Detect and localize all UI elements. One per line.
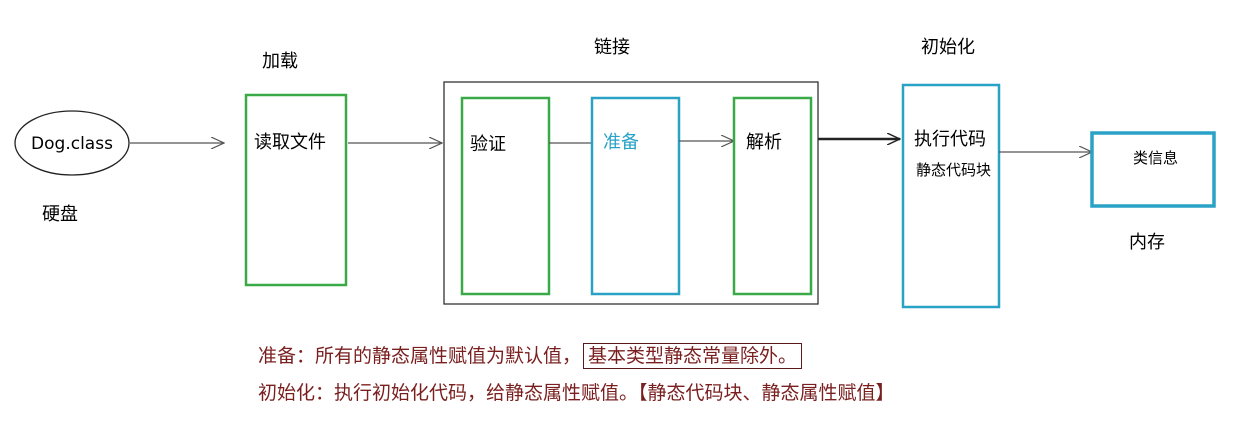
init-note: 初始化：执行初始化代码，给静态属性赋值。【静态代码块、静态属性赋值】 — [258, 381, 895, 405]
init-box-line2: 静态代码块 — [916, 161, 991, 179]
prepare-note-text: 所有的静态属性赋值为默认值， — [315, 345, 582, 367]
disk-label: 硬盘 — [42, 204, 78, 225]
load-box-label: 读取文件 — [254, 132, 326, 153]
resolve-box — [732, 96, 813, 296]
memory-label: 内存 — [1129, 232, 1165, 253]
link-title: 链接 — [594, 37, 630, 58]
init-note-text: 执行初始化代码，给静态属性赋值。 — [334, 382, 639, 404]
load-box — [244, 93, 348, 287]
prepare-note-label: 准备： — [258, 345, 316, 367]
memory-box — [1090, 131, 1216, 208]
init-title: 初始化 — [921, 37, 975, 58]
init-box — [901, 83, 1001, 309]
memory-box-label: 类信息 — [1133, 149, 1178, 167]
prepare-label: 准备 — [603, 132, 639, 153]
dog-class-label: Dog.class — [31, 134, 113, 154]
verify-box — [460, 96, 551, 296]
prepare-box — [590, 96, 681, 296]
prepare-note-highlight: 基本类型静态常量除外。 — [583, 343, 803, 369]
prepare-note: 准备：所有的静态属性赋值为默认值，基本类型静态常量除外。 — [258, 343, 803, 369]
init-box-line1: 执行代码 — [914, 129, 986, 150]
init-note-bracket: 【静态代码块、静态属性赋值】 — [638, 382, 895, 404]
load-title: 加载 — [262, 51, 298, 72]
verify-label: 验证 — [470, 134, 506, 155]
dog-class-ellipse — [14, 110, 130, 176]
init-note-label: 初始化： — [258, 382, 335, 404]
resolve-label: 解析 — [746, 132, 782, 153]
